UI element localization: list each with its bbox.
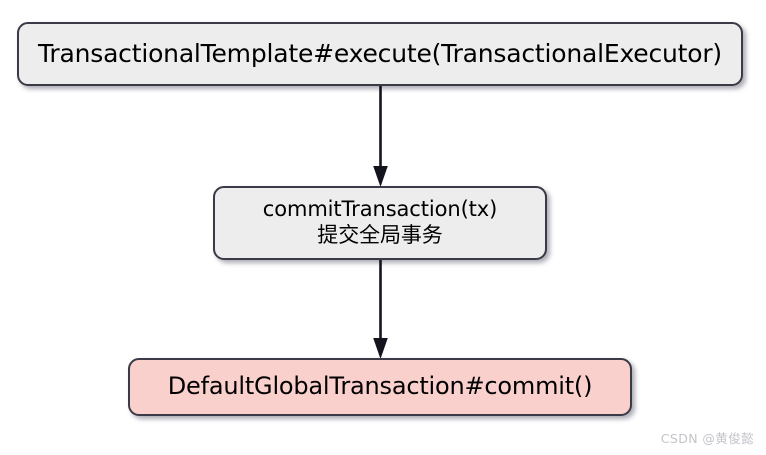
- flow-arrow-template-to-commit-transaction: [373, 86, 388, 187]
- flow-node-label: TransactionalTemplate#execute(Transactio…: [38, 38, 722, 68]
- flow-node-commit-transaction[interactable]: commitTransaction(tx) 提交全局事务: [213, 186, 547, 260]
- flow-node-label: DefaultGlobalTransaction#commit(): [167, 372, 593, 401]
- flow-node-default-global-transaction-commit[interactable]: DefaultGlobalTransaction#commit(): [128, 358, 632, 416]
- watermark-text: CSDN @黄俊懿: [660, 431, 754, 446]
- flow-arrow-commit-transaction-to-default-global-transaction: [373, 260, 388, 359]
- flow-node-label: commitTransaction(tx) 提交全局事务: [262, 197, 498, 247]
- flow-node-transactional-template-execute[interactable]: TransactionalTemplate#execute(Transactio…: [17, 22, 743, 86]
